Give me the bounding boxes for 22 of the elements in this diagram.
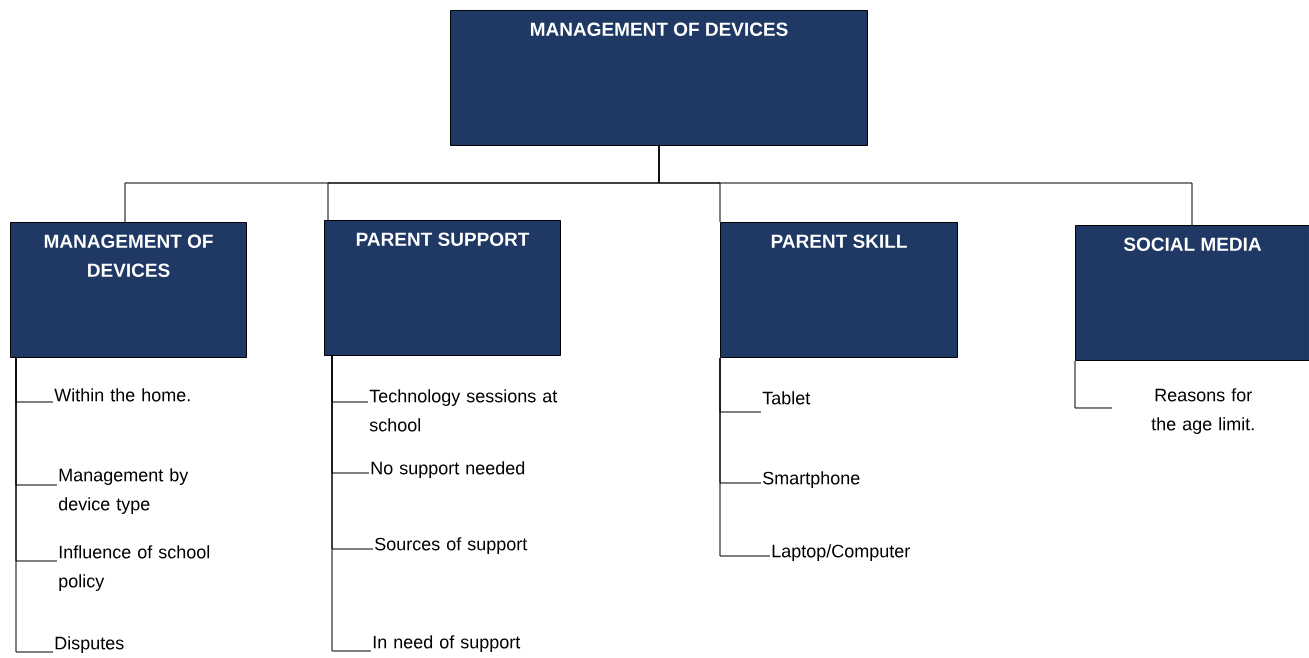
connector-line	[1074, 360, 1113, 409]
connector-line	[658, 145, 1193, 226]
item-text: Disputes	[55, 636, 124, 653]
item-text: In need of support	[373, 635, 521, 652]
connector-line	[331, 355, 372, 652]
category-box: SOCIAL MEDIA	[1075, 225, 1309, 361]
category-box: MANAGEMENT OF DEVICES	[450, 10, 868, 146]
category-box: PARENT SKILL	[720, 222, 958, 358]
item-text: Laptop/Computer	[772, 544, 910, 561]
item-text: Influence of school policy	[59, 545, 210, 591]
category-box: MANAGEMENT OF DEVICES	[10, 222, 247, 358]
item-text: No support needed	[371, 461, 525, 478]
item-text: Within the home.	[54, 388, 190, 402]
item-text: Sources of support	[375, 537, 528, 554]
item-text: Tablet	[762, 391, 811, 405]
item-text: Smartphone	[763, 471, 860, 488]
category-box: PARENT SUPPORT	[324, 220, 561, 356]
item-text: Management by device type	[58, 468, 189, 514]
connector-line	[15, 357, 54, 653]
connector-line	[719, 357, 771, 557]
item-text: Reasons for the age limit.	[1151, 388, 1254, 434]
item-text: Technology sessions at school	[369, 389, 558, 432]
